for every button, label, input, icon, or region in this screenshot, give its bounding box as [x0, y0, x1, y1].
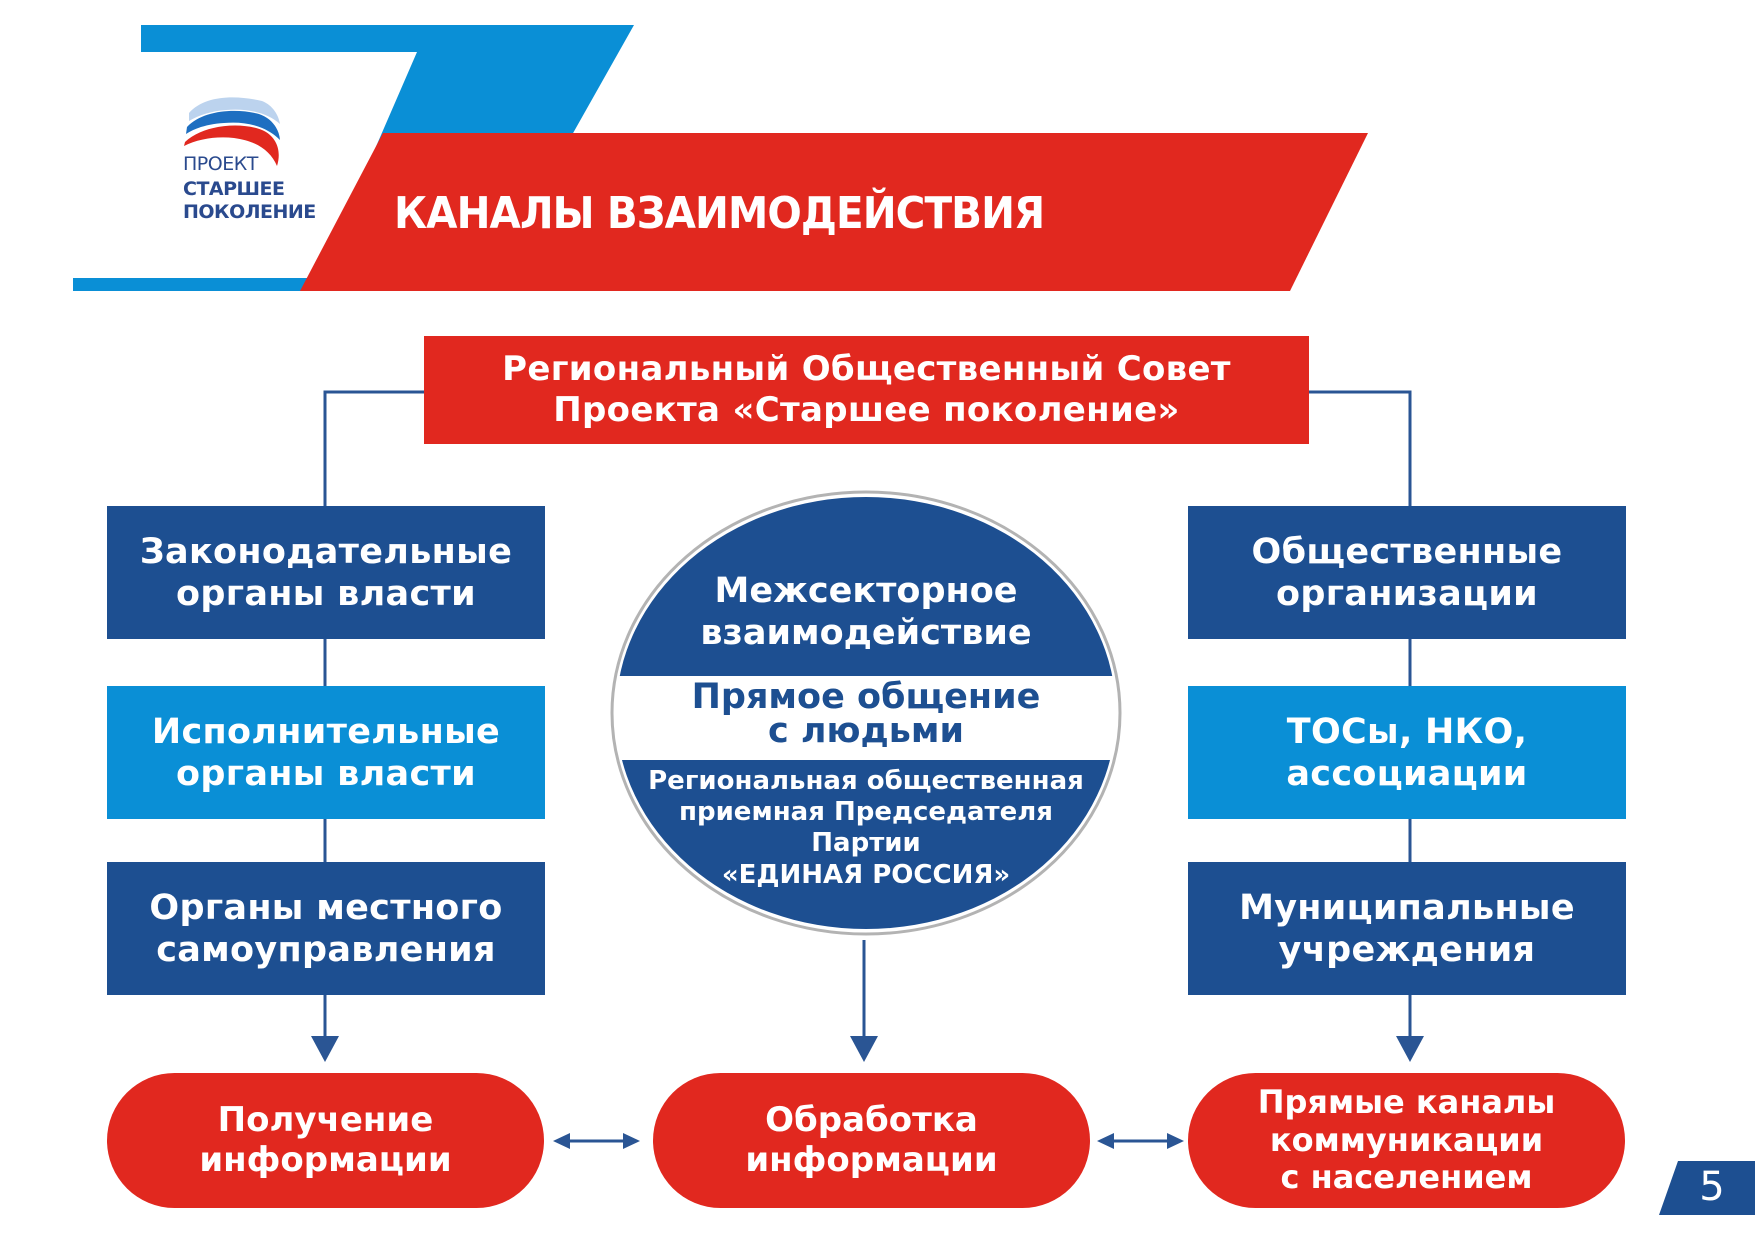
- council-box: Региональный Общественный Совет Проекта …: [424, 336, 1309, 444]
- header-red-banner: [300, 133, 1368, 291]
- left-connectors: [323, 390, 424, 1050]
- logo-flag-icon: [184, 97, 280, 166]
- left-box-label: Законодательные органы власти: [139, 531, 513, 614]
- ellipse-top-label: Межсекторное взаимодействие: [700, 571, 1032, 653]
- ellipse-bottom-label: Региональная общественная приемная Предс…: [648, 766, 1084, 890]
- center-down-arrow: [850, 1036, 878, 1062]
- council-label: Региональный Общественный Совет Проекта …: [502, 349, 1231, 430]
- logo-line-3: ПОКОЛЕНИЕ: [183, 201, 316, 223]
- logo-line-2: СТАРШЕЕ: [183, 178, 285, 200]
- outcome-processing-information: Обработка информации: [653, 1073, 1090, 1208]
- left-down-arrow: [311, 1036, 339, 1062]
- right-box-tos-nko: ТОСы, НКО, ассоциации: [1188, 686, 1626, 819]
- page-number-tab: [1659, 1161, 1755, 1215]
- double-arrow-left: [553, 1133, 640, 1149]
- right-box-public-organizations: Общественные организации: [1188, 506, 1626, 639]
- outcome-label: Прямые каналы коммуникации с населением: [1257, 1083, 1556, 1197]
- outcome-label: Получение информации: [199, 1099, 452, 1180]
- right-box-municipal: Муниципальные учреждения: [1188, 862, 1626, 995]
- page-title: КАНАЛЫ ВЗАИМОДЕЙСТВИЯ: [394, 188, 1045, 239]
- ellipse-middle-label: Прямое общение с людьми: [691, 677, 1041, 752]
- left-box-label: Исполнительные органы власти: [151, 711, 501, 794]
- left-box-legislative: Законодательные органы власти: [107, 506, 545, 639]
- outcome-label: Обработка информации: [745, 1099, 998, 1180]
- double-arrow-right: [1097, 1133, 1184, 1149]
- left-box-executive: Исполнительные органы власти: [107, 686, 545, 819]
- left-box-label: Органы местного самоуправления: [149, 887, 503, 970]
- right-down-arrow: [1396, 1036, 1424, 1062]
- right-box-label: Общественные организации: [1251, 531, 1563, 614]
- left-box-local-government: Органы местного самоуправления: [107, 862, 545, 995]
- right-box-label: Муниципальные учреждения: [1239, 887, 1575, 970]
- logo-line-1: ПРОЕКТ: [183, 153, 258, 175]
- page-number: 5: [1699, 1164, 1725, 1210]
- center-ellipse: [610, 490, 1122, 936]
- right-box-label: ТОСы, НКО, ассоциации: [1286, 711, 1528, 794]
- outcome-direct-channels: Прямые каналы коммуникации с населением: [1188, 1073, 1625, 1208]
- outcome-receiving-information: Получение информации: [107, 1073, 544, 1208]
